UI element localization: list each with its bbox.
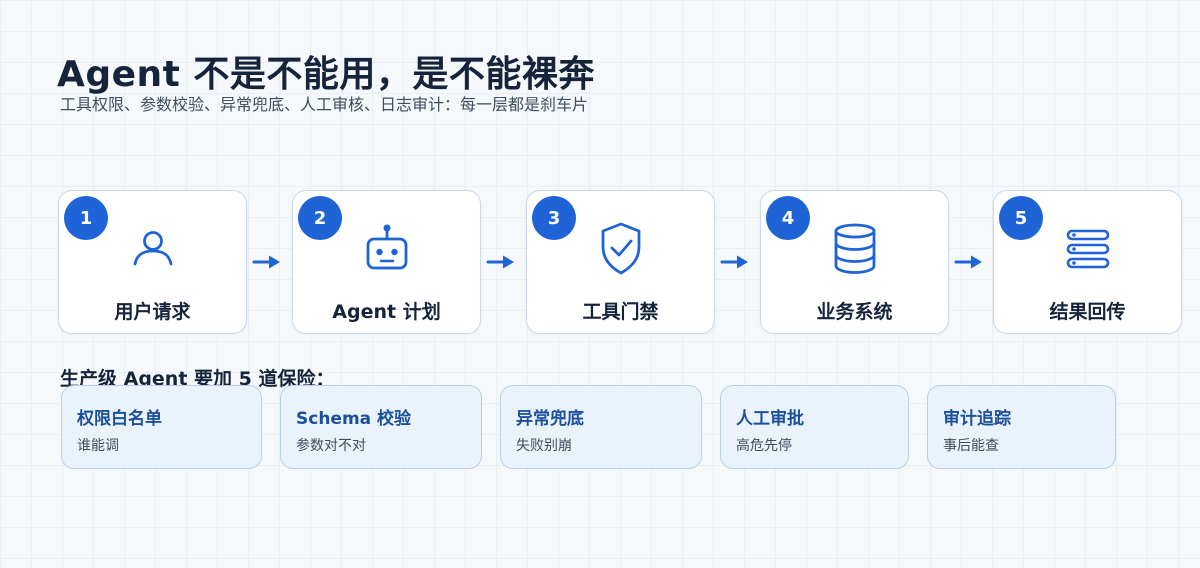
safeguard-description: 谁能调 — [77, 438, 119, 454]
safeguard-description: 参数对不对 — [296, 438, 366, 454]
safeguard-title: 权限白名单 — [77, 409, 162, 429]
database-icon — [825, 221, 885, 277]
flow-step-tool-gate: 3 工具门禁 — [526, 190, 715, 334]
safeguard-description: 事后能查 — [943, 438, 999, 454]
flow-step-business-system: 4 业务系统 — [760, 190, 949, 334]
safeguard-title: 人工审批 — [736, 409, 804, 429]
flow-arrow-icon — [720, 252, 750, 272]
flow-arrow-icon — [954, 252, 984, 272]
step-label: 工具门禁 — [582, 301, 659, 323]
page-subtitle: 工具权限、参数校验、异常兜底、人工审核、日志审计：每一层都是刹车片 — [60, 95, 589, 114]
server-stack-icon — [1058, 221, 1118, 277]
safeguard-title: 异常兜底 — [516, 409, 584, 429]
flow-arrow-icon — [486, 252, 516, 272]
step-label: 结果回传 — [1049, 301, 1126, 323]
step-number-badge: 2 — [298, 196, 342, 240]
robot-icon — [357, 221, 417, 277]
safeguard-card-exception-fallback: 异常兜底 失败别崩 — [500, 385, 702, 469]
step-label: Agent 计划 — [332, 301, 441, 323]
user-icon — [123, 221, 183, 277]
safeguard-title: 审计追踪 — [943, 409, 1011, 429]
safeguard-card-schema-validation: Schema 校验 参数对不对 — [280, 385, 482, 469]
flow-step-result-return: 5 结果回传 — [993, 190, 1182, 334]
safeguard-card-audit-trail: 审计追踪 事后能查 — [927, 385, 1116, 469]
step-label: 用户请求 — [114, 301, 191, 323]
step-number-badge: 4 — [766, 196, 810, 240]
step-number-badge: 3 — [532, 196, 576, 240]
step-number-badge: 5 — [999, 196, 1043, 240]
safeguard-description: 失败别崩 — [516, 438, 572, 454]
safeguards-heading: 生产级 Agent 要加 5 道保险： — [60, 368, 335, 390]
flow-arrow-icon — [252, 252, 282, 272]
page-title: Agent 不是不能用，是不能裸奔 — [57, 54, 595, 95]
step-label: 业务系统 — [816, 301, 893, 323]
shield-check-icon — [591, 221, 651, 277]
safeguard-card-human-approval: 人工审批 高危先停 — [720, 385, 909, 469]
step-number-badge: 1 — [64, 196, 108, 240]
safeguard-description: 高危先停 — [736, 438, 792, 454]
safeguard-card-permission-whitelist: 权限白名单 谁能调 — [61, 385, 262, 469]
flow-step-user-request: 1 用户请求 — [58, 190, 247, 334]
safeguard-title: Schema 校验 — [296, 409, 412, 429]
flow-step-agent-plan: 2 Agent 计划 — [292, 190, 481, 334]
